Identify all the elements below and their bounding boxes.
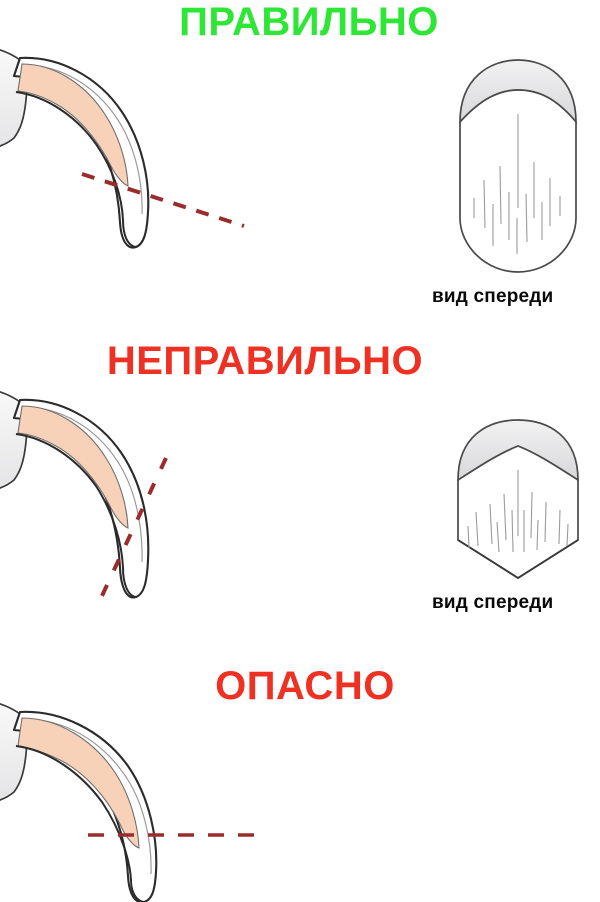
heading-incorrect: НЕПРАВИЛЬНО: [106, 339, 424, 383]
claw-side-view-dangerous: [0, 690, 276, 902]
cut-line-correct: [81, 172, 245, 228]
claw-underside-edge-dangerous: [15, 745, 132, 881]
chevron-cut-edge-incorrect: [457, 539, 579, 580]
claw-quick-dangerous: [17, 717, 140, 849]
claw-quick-incorrect: [17, 405, 129, 529]
claw-quick-correct: [17, 63, 129, 187]
caption-front-view-correct: вид спереди: [432, 286, 554, 307]
heading-dangerous: ОПАСНО: [215, 664, 395, 708]
heading-correct: ПРАВИЛЬНО: [179, 0, 439, 44]
claw-underside-edge-correct: [15, 91, 124, 221]
claw-front-view-incorrect: [452, 418, 584, 584]
nail-striations-correct: [473, 114, 561, 254]
claw-side-view-correct: [0, 34, 276, 274]
claw-underside-edge-incorrect: [15, 433, 124, 569]
nail-striations-incorrect: [467, 470, 569, 553]
claw-front-view-correct: [452, 58, 584, 280]
claw-side-view-incorrect: [0, 376, 276, 626]
caption-front-view-incorrect: вид спереди: [432, 592, 554, 613]
